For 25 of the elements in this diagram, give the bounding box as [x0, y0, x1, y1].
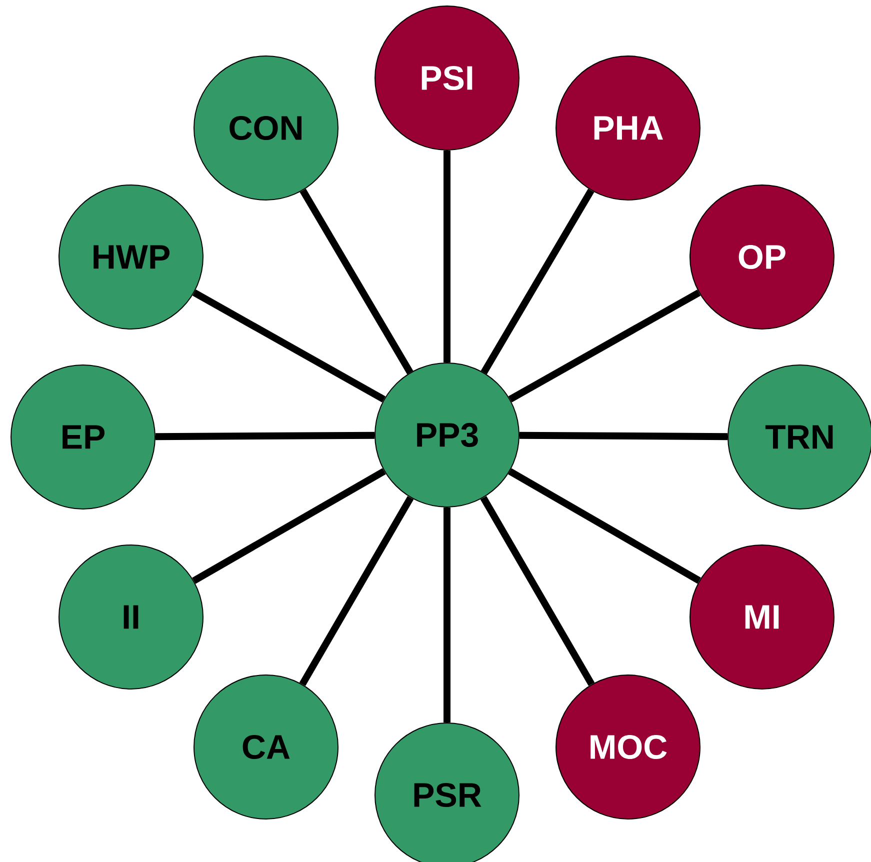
circle-node: TRN	[728, 364, 871, 510]
circle-node: HWP	[58, 184, 204, 330]
connector-line	[300, 188, 414, 374]
connector-line	[299, 496, 414, 686]
connector-line	[444, 150, 450, 362]
connector-line	[519, 432, 728, 440]
circle-node: PSR	[374, 722, 520, 862]
connector-line	[192, 468, 386, 584]
circle-node: OP	[690, 184, 834, 330]
circle-node: PP3	[374, 362, 520, 508]
connector-line	[508, 290, 701, 402]
connector-line	[192, 290, 386, 402]
connector-line	[444, 508, 450, 722]
circle-node: MOC	[556, 674, 700, 820]
circle-node: CON	[194, 56, 338, 200]
circle-node: EP	[10, 364, 156, 510]
circle-node: MI	[690, 544, 834, 690]
connector-line	[508, 468, 701, 584]
circle-node: II	[58, 544, 204, 690]
connector-line	[480, 496, 595, 686]
circle-node: CA	[194, 674, 338, 820]
connector-line	[155, 432, 375, 440]
connector-line	[480, 188, 594, 374]
circle-node: PHA	[556, 56, 700, 200]
circle-node: PSI	[374, 6, 520, 150]
